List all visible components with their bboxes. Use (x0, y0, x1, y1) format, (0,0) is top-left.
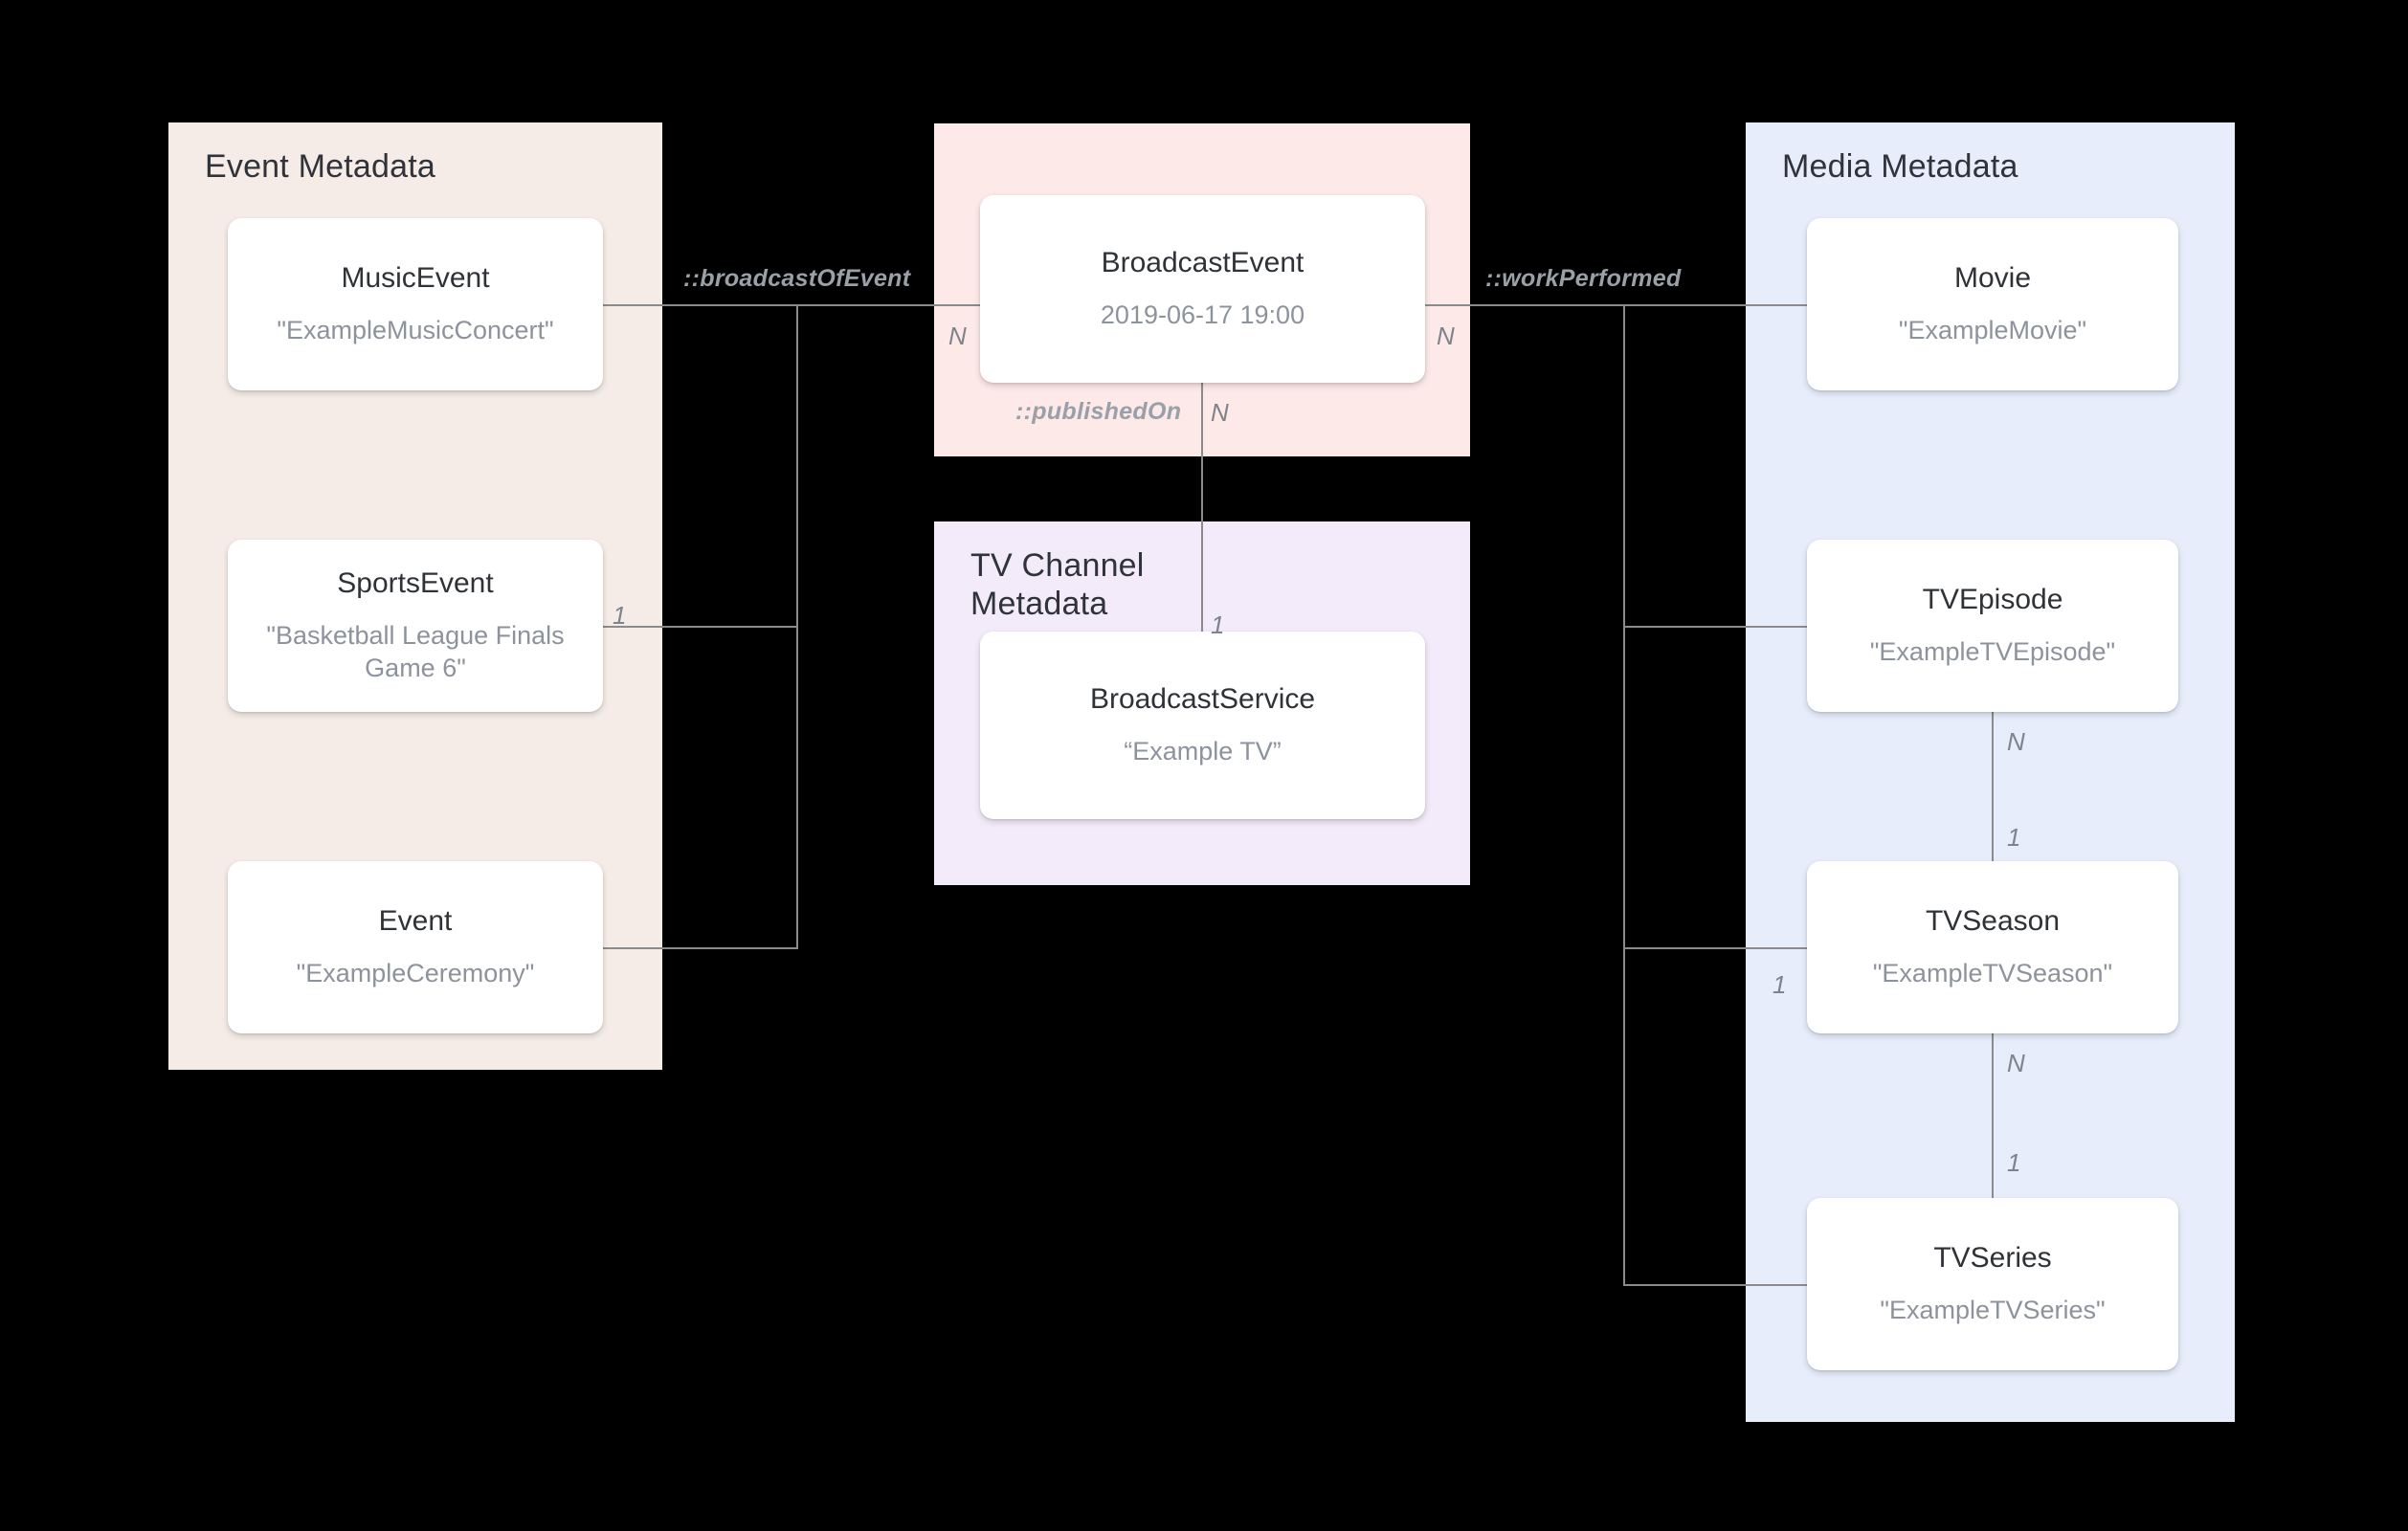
node-tv-series[interactable]: TVSeries "ExampleTVSeries" (1807, 1198, 2178, 1370)
node-movie[interactable]: Movie "ExampleMovie" (1807, 218, 2178, 390)
cardinality-card-tv-series-1: 1 (2007, 1148, 2021, 1177)
node-subtitle-tv-season: "ExampleTVSeason" (1872, 959, 2113, 988)
cardinality-card-tv-season-bottom-n: N (2007, 1049, 2025, 1077)
connector-seg-left-riser (796, 304, 798, 949)
edge-label-work-performed: ::workPerformed (1485, 265, 1682, 292)
node-sports-event[interactable]: SportsEvent "Basketball League Finals Gam… (228, 540, 603, 712)
edge-label-published-on: ::publishedOn (1015, 398, 1182, 425)
node-title-music-event: MusicEvent (341, 262, 490, 295)
connector-seg-published-riser (1201, 383, 1203, 632)
node-title-sports-event: SportsEvent (337, 567, 494, 600)
cardinality-card-tv-season-top-1: 1 (2007, 823, 2021, 852)
node-music-event[interactable]: MusicEvent "ExampleMusicConcert" (228, 218, 603, 390)
connector-seg-music-to-hub (603, 304, 980, 306)
node-title-broadcast-event: BroadcastEvent (1101, 247, 1304, 279)
group-title-event-metadata: Event Metadata (205, 148, 435, 185)
connector-seg-hub-to-season (1623, 947, 1807, 949)
connector-seg-episode-season (1992, 712, 1994, 863)
node-title-event: Event (378, 905, 453, 938)
node-title-tv-series: TVSeries (1933, 1242, 2052, 1275)
node-tv-season[interactable]: TVSeason "ExampleTVSeason" (1807, 861, 2178, 1033)
cardinality-card-broadcast-service-1: 1 (1211, 610, 1225, 639)
node-title-tv-season: TVSeason (1925, 905, 2061, 938)
connector-seg-sports-to-hub (603, 626, 798, 628)
node-subtitle-broadcast-service: “Example TV” (1124, 737, 1282, 766)
node-title-tv-episode: TVEpisode (1922, 584, 2063, 616)
group-title-media-metadata: Media Metadata (1782, 148, 2018, 185)
node-tv-episode[interactable]: TVEpisode "ExampleTVEpisode" (1807, 540, 2178, 712)
cardinality-card-broadcast-right-n: N (1437, 322, 1455, 350)
edge-label-broadcast-of-event: ::broadcastOfEvent (683, 265, 911, 292)
node-subtitle-tv-episode: "ExampleTVEpisode" (1869, 637, 2116, 667)
node-subtitle-sports-event: "Basketball League Finals Game 6" (266, 621, 565, 682)
connector-seg-hub-to-episode (1623, 626, 1807, 628)
node-title-movie: Movie (1953, 262, 2032, 295)
connector-seg-right-riser (1623, 304, 1625, 1286)
cardinality-card-tv-season-left-1: 1 (1773, 970, 1787, 999)
cardinality-card-broadcast-left-n: N (948, 322, 967, 350)
node-subtitle-music-event: "ExampleMusicConcert" (277, 316, 554, 345)
connector-seg-event-to-hub (603, 947, 798, 949)
node-broadcast-event[interactable]: BroadcastEvent 2019-06-17 19:00 (980, 195, 1425, 383)
cardinality-card-published-on-n: N (1211, 398, 1229, 427)
cardinality-card-music-event-1: 1 (613, 601, 627, 630)
node-title-broadcast-service: BroadcastService (1089, 683, 1316, 716)
node-broadcast-service[interactable]: BroadcastService “Example TV” (980, 632, 1425, 819)
node-subtitle-movie: "ExampleMovie" (1898, 316, 2087, 345)
connector-seg-bcast-to-media (1425, 304, 1807, 306)
cardinality-card-tv-episode-n: N (2007, 727, 2025, 756)
group-title-tv-channel-metadata: TV Channel Metadata (970, 547, 1145, 623)
node-subtitle-tv-series: "ExampleTVSeries" (1880, 1296, 2106, 1325)
node-subtitle-broadcast-event: 2019-06-17 19:00 (1100, 300, 1305, 330)
node-event[interactable]: Event "ExampleCeremony" (228, 861, 603, 1033)
connector-seg-season-series (1992, 1033, 1994, 1200)
connector-seg-hub-to-series (1623, 1284, 1807, 1286)
node-subtitle-event: "ExampleCeremony" (296, 959, 535, 988)
